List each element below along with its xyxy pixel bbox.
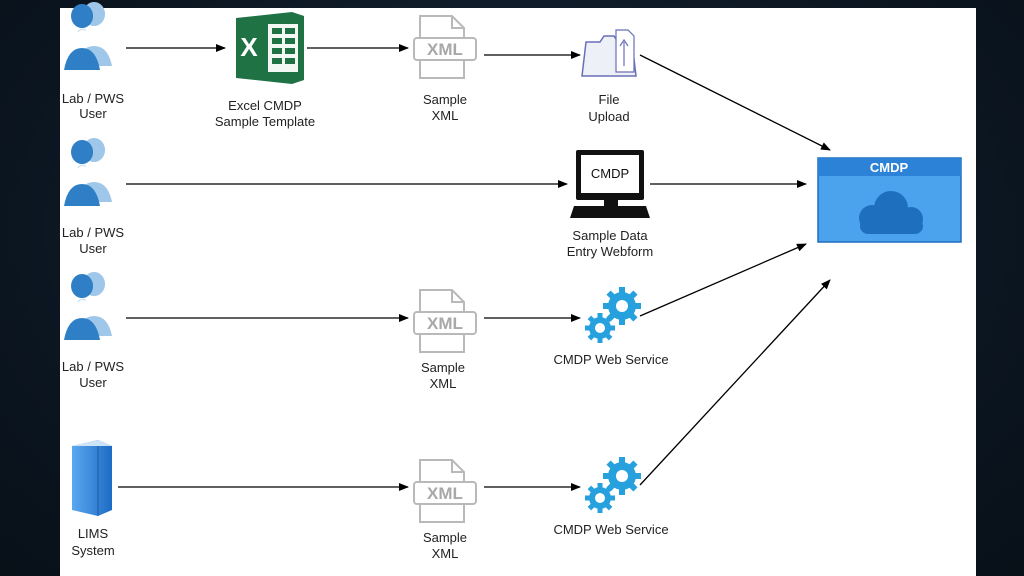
node-label: Lab / PWS [62, 359, 124, 374]
node-label: Sample [423, 92, 467, 107]
node-sample-xml-4: XML Sample XML [413, 459, 477, 561]
folder-upload-icon [581, 29, 637, 77]
node-label: System [71, 543, 114, 558]
svg-text:X: X [240, 32, 258, 62]
node-file-upload: File Upload [581, 29, 637, 124]
connectors [118, 44, 831, 491]
node-web-service-4: CMDP Web Service [553, 457, 669, 537]
user-group-icon [63, 271, 113, 341]
user-group-icon [63, 1, 113, 71]
xml-file-icon: XML [413, 289, 477, 353]
node-label: Entry Webform [567, 244, 653, 259]
cloud-icon [859, 191, 923, 234]
node-user-3: Lab / PWS User [62, 271, 124, 390]
node-cmdp-cloud: CMDP [817, 157, 962, 243]
arrow-upload-cmdp [639, 54, 831, 151]
node-excel-template: X Excel CMDP Sample Template [215, 12, 315, 129]
node-label: User [79, 241, 107, 256]
node-label: XML [432, 108, 459, 123]
node-label: Sample Template [215, 114, 315, 129]
arrow-ws3-cmdp [639, 243, 807, 317]
excel-icon: X [236, 12, 304, 84]
node-lims: LIMS System [71, 440, 115, 558]
node-label: File [599, 92, 620, 107]
node-label: Lab / PWS [62, 91, 124, 106]
gears-icon [585, 457, 641, 513]
node-label: XML [430, 376, 457, 391]
node-label: Excel CMDP [228, 98, 302, 113]
monitor-icon: CMDP [570, 150, 650, 218]
xml-file-icon: XML [413, 459, 477, 523]
node-label: Upload [588, 109, 629, 124]
gears-icon [585, 287, 641, 343]
node-sample-xml-3: XML Sample XML [413, 289, 477, 391]
node-user-2: Lab / PWS User [62, 137, 124, 256]
node-label: CMDP Web Service [553, 522, 668, 537]
node-label: CMDP Web Service [553, 352, 668, 367]
node-label: Sample Data [572, 228, 648, 243]
cmdp-title: CMDP [870, 160, 909, 175]
svg-text:XML: XML [427, 484, 463, 503]
svg-text:XML: XML [427, 314, 463, 333]
node-label: User [79, 106, 107, 121]
node-label: Lab / PWS [62, 225, 124, 240]
diagram-canvas [60, 8, 976, 576]
arrow-ws4-cmdp [639, 279, 831, 486]
node-sample-xml-1: XML Sample XML [413, 15, 477, 123]
node-label: XML [432, 546, 459, 561]
node-label: Sample [423, 530, 467, 545]
node-label: User [79, 375, 107, 390]
xml-file-icon: XML [413, 15, 477, 79]
svg-text:CMDP: CMDP [591, 166, 629, 181]
user-group-icon [63, 137, 113, 207]
node-web-service-3: CMDP Web Service [553, 287, 669, 367]
svg-text:XML: XML [427, 40, 463, 59]
node-label: Sample [421, 360, 465, 375]
node-webform: CMDP Sample Data Entry Webform [567, 150, 653, 259]
node-user-1: Lab / PWS User [62, 1, 124, 121]
node-label: LIMS [78, 526, 109, 541]
server-icon [72, 440, 112, 516]
